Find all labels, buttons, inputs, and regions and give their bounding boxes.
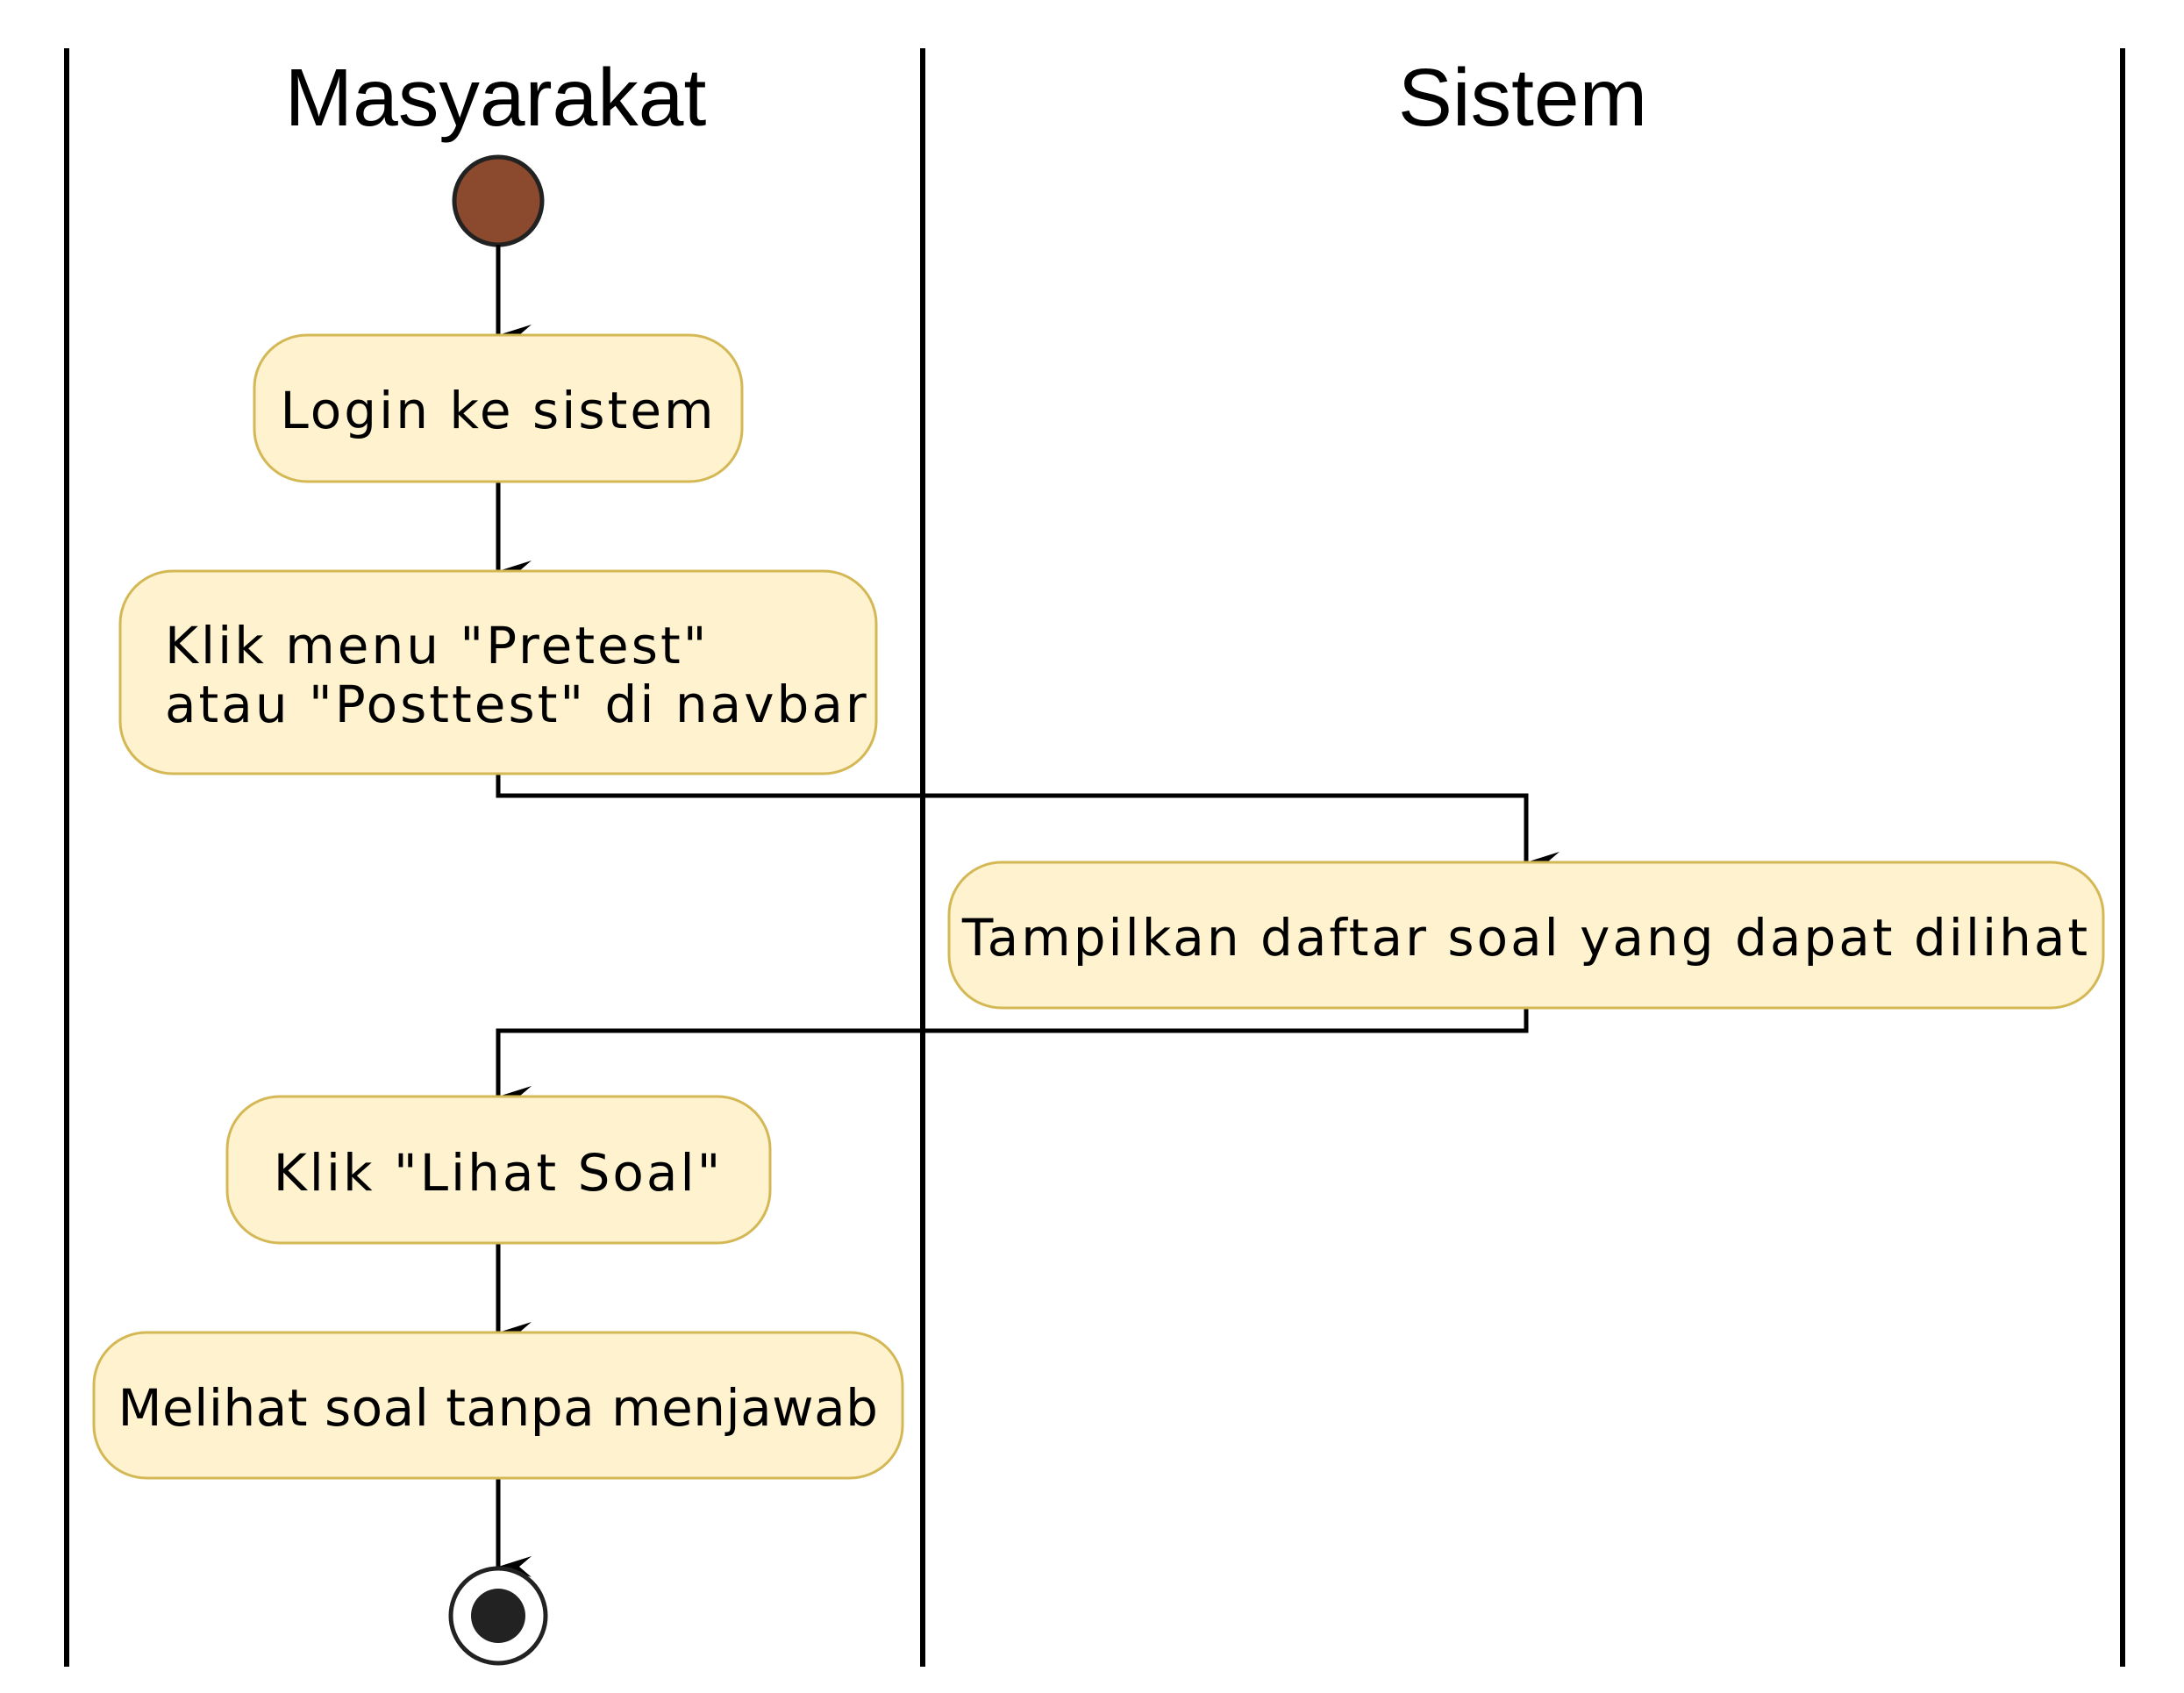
activity-tampilkan: Tampilkan daftar soal yang dapat dilihat (947, 861, 2105, 1010)
flow-tampilkan-to-klik-lihat (496, 1008, 1529, 1107)
lane-title-sistem: Sistem (1398, 52, 1647, 143)
flow-klik-menu-to-tampilkan (496, 774, 1559, 873)
start-node (452, 154, 545, 247)
activity-klik-menu-label-line-1: Klik menu "Pretest" (165, 616, 709, 675)
lane-title-masyarakat: Masyarakat (285, 52, 707, 143)
activity-melihat: Melihat soal tanpa menjawab (92, 1331, 904, 1480)
activity-klik-lihat-label: Klik "Lihat Soal" (274, 1143, 724, 1203)
activity-klik-lihat: Klik "Lihat Soal" (225, 1095, 772, 1245)
activity-klik-menu-label-line-2: atau "Posttest" di navbar (165, 675, 869, 734)
end-node (448, 1566, 548, 1666)
activity-login: Login ke sistem (253, 333, 744, 483)
activity-klik-menu: Klik menu "Pretest" atau "Posttest" di n… (118, 569, 878, 775)
activity-tampilkan-label: Tampilkan daftar soal yang dapat dilihat (961, 908, 2090, 968)
activity-melihat-label: Melihat soal tanpa menjawab (118, 1378, 879, 1438)
activity-login-label: Login ke sistem (280, 381, 716, 440)
